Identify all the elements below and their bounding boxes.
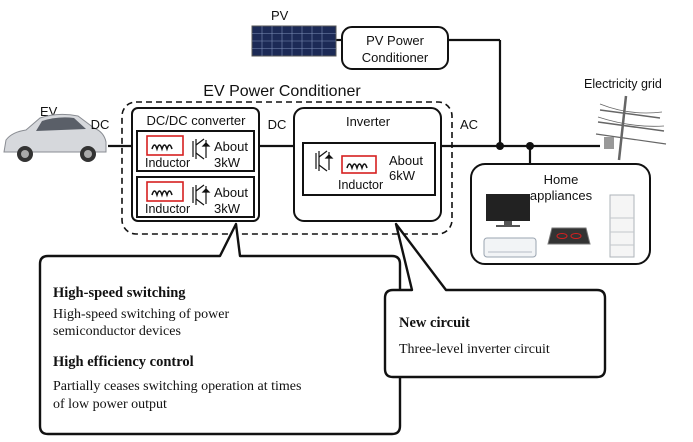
bus-junction-dot — [496, 142, 504, 150]
television-icon — [486, 194, 530, 227]
inductor-label: Inductor — [145, 202, 190, 216]
callout-text: Three-level inverter circuit — [399, 342, 550, 357]
inverter-title: Inverter — [346, 114, 391, 129]
dc-left-label: DC — [91, 117, 110, 132]
utility-pole-icon — [595, 95, 667, 161]
power-rating: 6kW — [389, 168, 416, 183]
transistor-icon — [315, 150, 334, 172]
ev-power-conditioner-title: EV Power Conditioner — [203, 83, 361, 100]
inverter-module: Inductor About 6kW — [302, 142, 436, 196]
dc-mid-label: DC — [268, 117, 287, 132]
coil-icon — [346, 163, 368, 171]
home-appliances-label: Home — [544, 172, 579, 187]
power-rating: About — [389, 153, 423, 168]
dcdc-converter-title: DC/DC converter — [147, 113, 247, 128]
cooktop-icon — [547, 227, 591, 245]
air-conditioner-icon — [483, 237, 537, 258]
callout-text: High-speed switching of power — [53, 307, 229, 322]
coil-icon — [151, 190, 173, 198]
pv-power-conditioner-box — [341, 26, 449, 70]
ev-power-conditioner-boundary — [121, 101, 453, 235]
refrigerator-icon — [609, 194, 635, 258]
transistor-icon — [192, 184, 211, 206]
power-rating: 3kW — [214, 155, 241, 170]
callout-heading: High efficiency control — [53, 354, 194, 370]
callout-heading: High-speed switching — [53, 285, 186, 301]
inductor-label: Inductor — [338, 178, 383, 192]
electric-car-icon — [3, 113, 107, 162]
callout-text: semiconductor devices — [53, 324, 181, 339]
power-rating: About — [214, 185, 248, 200]
power-rating: 3kW — [214, 201, 241, 216]
solar-panel-icon — [251, 25, 337, 57]
pv-conditioner-label: Conditioner — [362, 50, 429, 65]
home-appliances-label: appliances — [530, 188, 593, 203]
electricity-grid-label: Electricity grid — [584, 77, 662, 91]
coil-icon — [151, 144, 173, 152]
callout-right — [383, 222, 607, 379]
callout-left — [38, 222, 402, 436]
callout-text: of low power output — [53, 397, 167, 412]
pv-conditioner-label: PV Power — [366, 33, 424, 48]
transistor-icon — [192, 138, 211, 160]
converter-module: Inductor About 3kW — [136, 130, 255, 172]
ac-label: AC — [460, 117, 478, 132]
pv-label: PV — [271, 8, 289, 23]
bus-junction-dot — [526, 142, 534, 150]
callout-heading: New circuit — [399, 315, 470, 331]
power-rating: About — [214, 139, 248, 154]
callout-text: Partially ceases switching operation at … — [53, 379, 301, 394]
converter-module: Inductor About 3kW — [136, 176, 255, 218]
inductor-label: Inductor — [145, 156, 190, 170]
